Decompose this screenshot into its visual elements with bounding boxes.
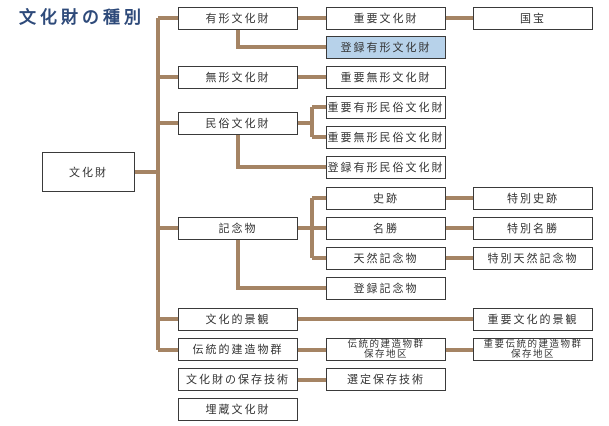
node-juyo-mukei-bunkazai: 重要無形文化財: [326, 66, 446, 89]
node-bunkazai-root: 文化財: [42, 152, 135, 192]
node-juyo-mukei-minzoku: 重要無形民俗文化財: [326, 126, 446, 149]
node-tennen-kinenbutsu: 天然記念物: [326, 247, 446, 270]
node-toroku-yukei-bunkazai: 登録有形文化財: [326, 36, 446, 59]
node-maizo-bunkazai: 埋蔵文化財: [178, 398, 298, 421]
node-yukei-bunkazai: 有形文化財: [178, 7, 298, 30]
diagram-title: 文化財の種別: [19, 8, 145, 28]
node-mukei-bunkazai: 無形文化財: [178, 66, 298, 89]
node-kinenbutsu: 記念物: [178, 217, 298, 240]
node-shiseki: 史跡: [326, 187, 446, 210]
node-sentei-hozon-gijutsu: 選定保存技術: [326, 368, 446, 391]
node-juyo-hozon-chiku: 重要伝統的建造物群 保存地区: [473, 338, 593, 361]
node-tokubetsu-tennen: 特別天然記念物: [473, 247, 593, 270]
node-minzoku-bunkazai: 民俗文化財: [178, 112, 298, 135]
node-juyo-yukei-minzoku: 重要有形民俗文化財: [326, 96, 446, 119]
node-toroku-kinenbutsu: 登録記念物: [326, 277, 446, 300]
connector-minzoku-branch: [236, 105, 326, 169]
node-hozon-gijutsu: 文化財の保存技術: [178, 368, 298, 391]
node-meisho: 名勝: [326, 217, 446, 240]
node-tokubetsu-shiseki: 特別史跡: [473, 187, 593, 210]
node-hozon-chiku: 伝統的建造物群 保存地区: [326, 338, 446, 361]
node-dentoteki-kenzobutsugun: 伝統的建造物群: [178, 338, 298, 361]
connector-trunk: [135, 16, 178, 352]
node-juyo-bunkazai: 重要文化財: [326, 7, 446, 30]
node-juyo-bunkateki-keikan: 重要文化的景観: [473, 308, 593, 331]
node-kokuho: 国宝: [473, 7, 593, 30]
node-toroku-yukei-minzoku: 登録有形民俗文化財: [326, 156, 446, 179]
node-bunkateki-keikan: 文化的景観: [178, 308, 298, 331]
connector-kinenbutsu-branch: [236, 196, 473, 290]
connector-yukei-branch: [236, 16, 473, 49]
node-tokubetsu-meisho: 特別名勝: [473, 217, 593, 240]
